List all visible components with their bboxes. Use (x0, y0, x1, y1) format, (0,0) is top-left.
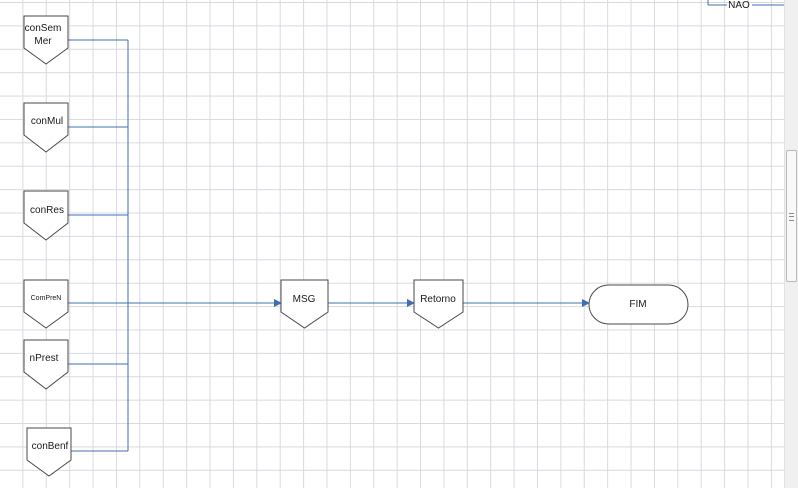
nao-label: NAO (728, 0, 750, 11)
input-shape-conmul[interactable]: conMul (23, 102, 69, 153)
retorno-label: Retorno (420, 294, 456, 305)
nao-connector[interactable]: NAO (707, 0, 784, 11)
input-label-line: Mer (34, 36, 52, 47)
scroll-grip-icon (789, 213, 794, 221)
input-label-line: ComPreN (31, 295, 62, 302)
vertical-scrollbar[interactable] (784, 0, 798, 488)
input-shape-consemmer[interactable]: conSem Mer (23, 15, 69, 65)
input-shape-conres[interactable]: conRes (23, 190, 69, 241)
fim-terminator[interactable]: FIM (588, 284, 689, 325)
input-label-line: conMul (31, 116, 63, 127)
input-connectors (68, 39, 128, 452)
input-label-line: conRes (30, 205, 64, 216)
msg-label: MSG (293, 294, 316, 305)
input-shape-conbenf[interactable]: conBenf (26, 427, 72, 477)
retorno-shape[interactable]: Retorno (413, 279, 464, 329)
input-label-line: nPrest (30, 353, 59, 364)
input-shape-nprest[interactable]: nPrest (23, 339, 69, 390)
scrollbar-thumb[interactable] (786, 150, 797, 282)
input-label-line: conBenf (32, 441, 69, 452)
input-shape-compren[interactable]: ComPreN (23, 279, 69, 329)
fim-label: FIM (629, 299, 646, 310)
msg-shape[interactable]: MSG (280, 279, 329, 329)
input-label-line: conSem (25, 23, 62, 34)
